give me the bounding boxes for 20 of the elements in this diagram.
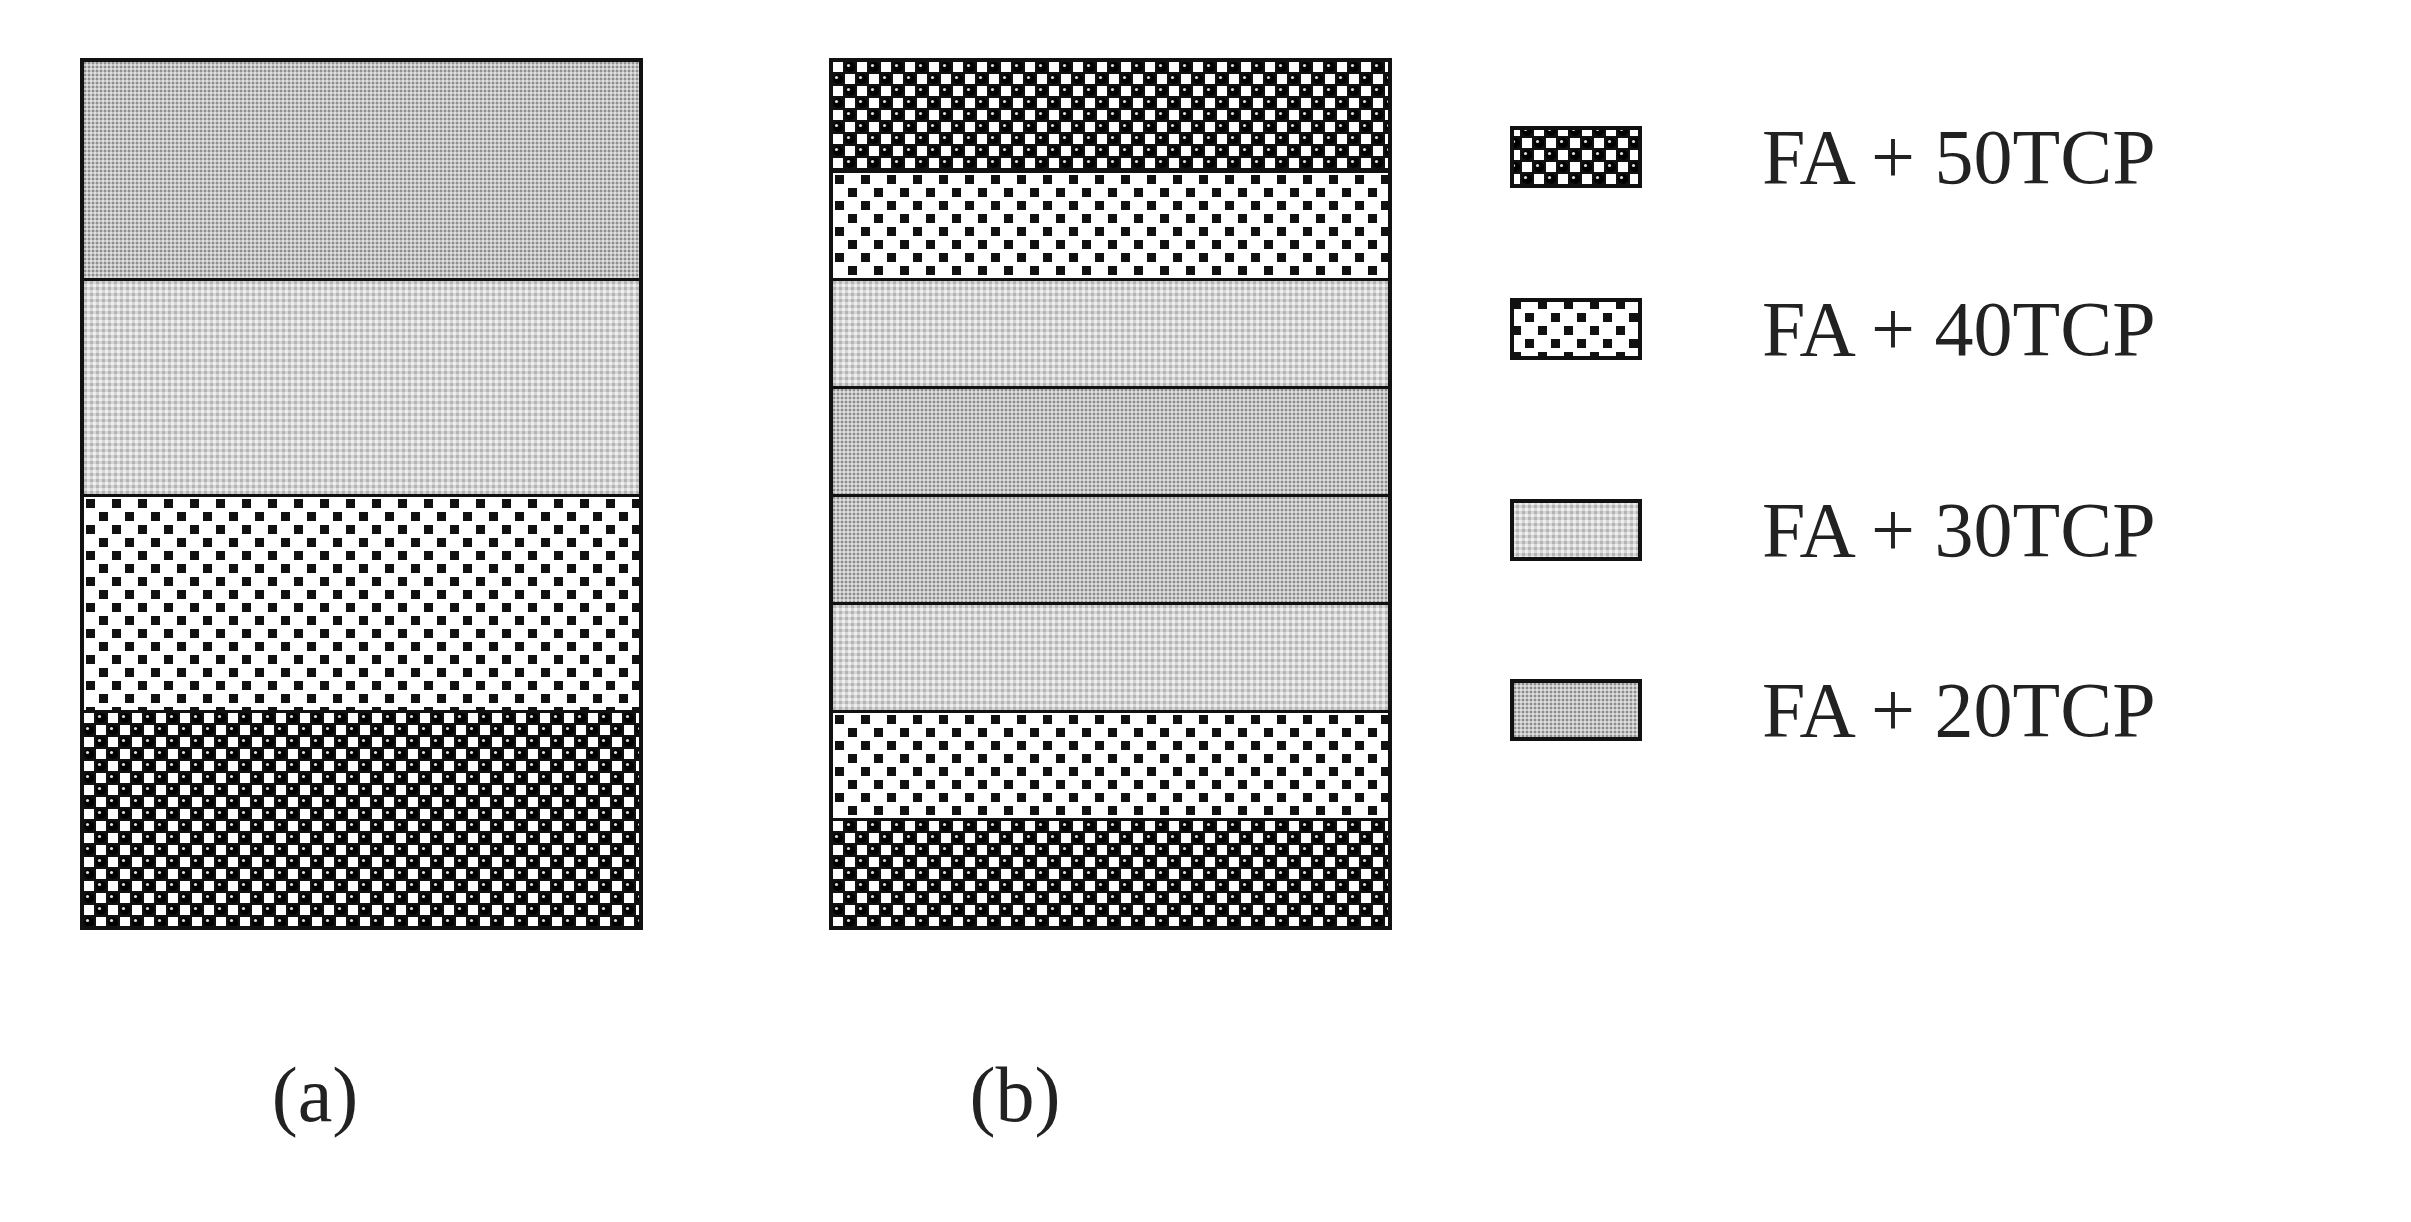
material-layer bbox=[833, 170, 1388, 278]
legend-label: FA + 50TCP bbox=[1762, 112, 2156, 202]
panel-label: (a) bbox=[270, 1050, 360, 1140]
material-layer bbox=[84, 494, 639, 710]
material-layer bbox=[833, 818, 1388, 926]
panel-label: (b) bbox=[968, 1050, 1062, 1140]
material-layer bbox=[833, 602, 1388, 710]
layered-sample bbox=[80, 58, 643, 930]
legend-label: FA + 40TCP bbox=[1762, 284, 2156, 374]
material-layer bbox=[833, 278, 1388, 386]
material-layer bbox=[833, 62, 1388, 170]
material-layer bbox=[833, 386, 1388, 494]
legend-label: FA + 30TCP bbox=[1762, 485, 2156, 575]
material-layer bbox=[84, 62, 639, 278]
material-layer bbox=[833, 710, 1388, 818]
material-layer bbox=[833, 494, 1388, 602]
material-layer bbox=[84, 278, 639, 494]
material-layer bbox=[84, 710, 639, 926]
legend-label: FA + 20TCP bbox=[1762, 665, 2156, 755]
layered-sample bbox=[829, 58, 1392, 930]
